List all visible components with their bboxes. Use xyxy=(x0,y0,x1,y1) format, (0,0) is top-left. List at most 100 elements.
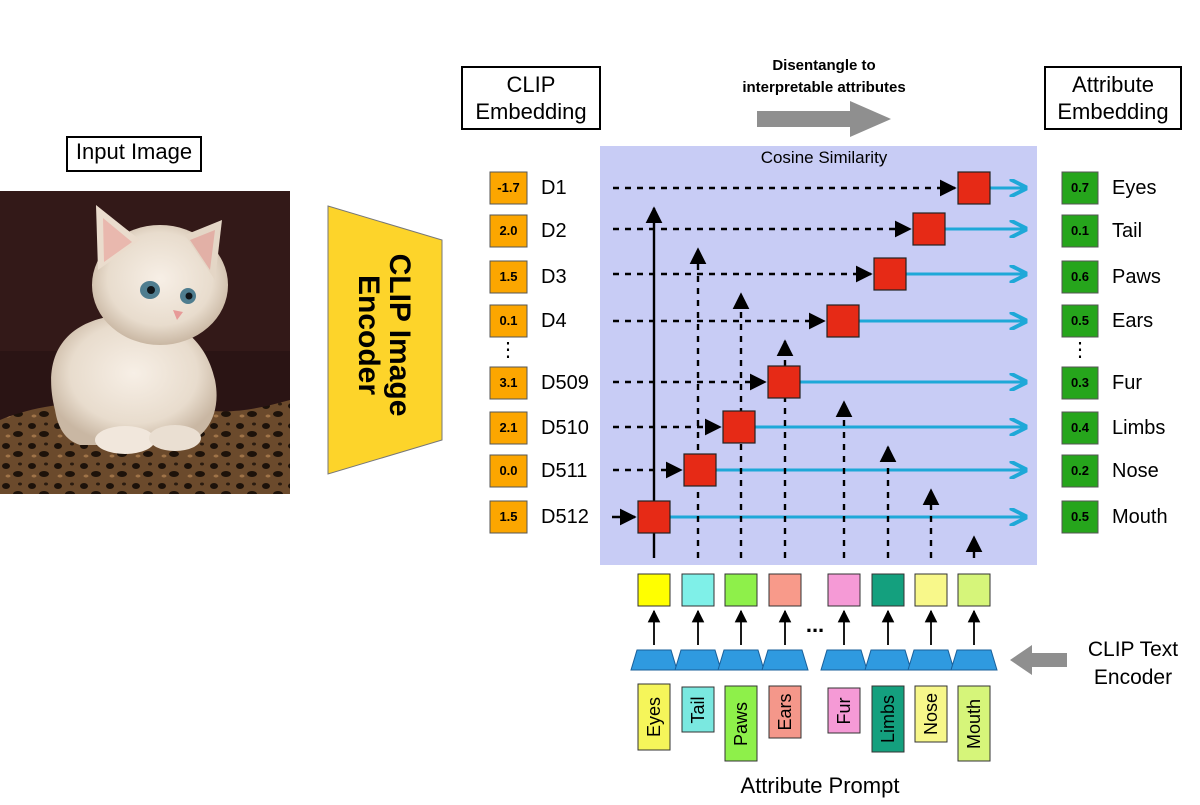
similarity-box xyxy=(767,365,801,399)
similarity-box xyxy=(683,453,717,487)
text-encoder-trapezoid xyxy=(950,649,998,671)
clip-ellipsis: ⋮ xyxy=(498,339,518,361)
text-embedding-box xyxy=(827,573,861,607)
attr-value-box xyxy=(1061,214,1099,248)
dim-label: D509 xyxy=(541,372,589,394)
prompt-box xyxy=(768,685,802,739)
cosine-similarity-label: Cosine Similarity xyxy=(760,148,888,167)
attribute-embedding-title: Attribute Embedding xyxy=(1044,66,1182,130)
attr-label: Limbs xyxy=(1112,417,1166,439)
attr-value-box xyxy=(1061,500,1099,534)
attr-value: 0.6 xyxy=(1070,269,1090,284)
attr-ellipsis: ⋮ xyxy=(1070,339,1090,361)
dim-label: D3 xyxy=(541,266,567,288)
prompt-box xyxy=(914,685,948,743)
text-encoder-label: CLIP Text Encoder xyxy=(1068,636,1198,692)
attr-value: 0.5 xyxy=(1070,509,1090,524)
text-encoder-line2: Encoder xyxy=(1093,666,1173,689)
text-encoder-trapezoid xyxy=(717,649,765,671)
image-encoder-label: CLIP Image Encoder xyxy=(352,220,416,450)
text-embedding-box xyxy=(914,573,948,607)
attr-value: 0.3 xyxy=(1070,375,1090,390)
prompt-word: Mouth xyxy=(964,698,984,749)
prompt-word: Fur xyxy=(834,697,854,724)
clip-value: 3.1 xyxy=(499,375,518,390)
text-encoder-line1: CLIP Text xyxy=(1087,638,1179,661)
disentangle-arrow xyxy=(757,101,891,137)
text-embedding-box xyxy=(957,573,991,607)
attr-label: Eyes xyxy=(1112,177,1157,199)
clip-value: 0.1 xyxy=(499,313,518,328)
attribute-embedding-title-line1: Attribute xyxy=(1072,72,1154,97)
prompt-word: Ears xyxy=(775,693,795,731)
clip-embedding-title-line1: CLIP xyxy=(506,72,556,97)
clip-value-box xyxy=(489,260,528,294)
prompt-box xyxy=(681,686,715,733)
similarity-box xyxy=(722,410,756,444)
clip-value: 1.5 xyxy=(499,269,518,284)
text-encoder-trapezoid xyxy=(630,649,678,671)
disentangle-label: Disentangle to interpretable attributes xyxy=(700,55,948,99)
cosine-panel xyxy=(600,146,1037,565)
clip-value-box xyxy=(489,454,528,488)
prompt-ellipsis: ... xyxy=(805,612,825,637)
text-encoder-trapezoid xyxy=(674,649,722,671)
clip-embedding-title: CLIP Embedding xyxy=(461,66,601,130)
attr-label: Fur xyxy=(1112,372,1142,394)
prompt-box xyxy=(871,685,905,753)
prompt-box xyxy=(637,683,671,751)
dim-label: D4 xyxy=(541,310,567,332)
text-embedding-box xyxy=(768,573,802,607)
dim-label: D510 xyxy=(541,417,589,439)
attr-label: Mouth xyxy=(1112,506,1168,528)
attr-value: 0.5 xyxy=(1070,313,1090,328)
disentangle-line1: Disentangle to xyxy=(772,57,876,74)
clip-value: 2.1 xyxy=(499,420,518,435)
input-image-label: Input Image xyxy=(66,136,202,172)
clip-value: 0.0 xyxy=(499,463,518,478)
text-encoder-trapezoid xyxy=(907,649,955,671)
text-embedding-box xyxy=(681,573,715,607)
attr-value-box xyxy=(1061,171,1099,205)
clip-value: 1.5 xyxy=(499,509,518,524)
clip-value-box xyxy=(489,171,528,205)
attr-value: 0.1 xyxy=(1070,223,1090,238)
attr-value-box xyxy=(1061,304,1099,338)
prompt-word: Tail xyxy=(688,696,708,724)
prompt-box xyxy=(724,685,758,762)
disentangle-line2: interpretable attributes xyxy=(742,79,906,96)
prompt-word: Limbs xyxy=(878,695,898,744)
prompt-word: Nose xyxy=(921,692,941,736)
attr-value-box xyxy=(1061,411,1099,445)
text-embedding-box xyxy=(724,573,758,607)
dim-label: D2 xyxy=(541,220,567,242)
attr-value: 0.2 xyxy=(1070,463,1090,478)
attr-value: 0.4 xyxy=(1070,420,1090,435)
clip-value-box xyxy=(489,304,528,338)
input-image-text: Input Image xyxy=(75,139,193,164)
attr-label: Paws xyxy=(1112,266,1161,288)
dim-label: D1 xyxy=(541,177,567,199)
image-encoder-shape xyxy=(327,205,443,475)
similarity-box xyxy=(957,171,991,205)
attr-value: 0.7 xyxy=(1070,180,1090,195)
image-encoder-line1: CLIP Image xyxy=(383,253,416,417)
attribute-embedding-title-line2: Embedding xyxy=(1057,99,1169,124)
clip-value-box xyxy=(489,411,528,445)
text-encoder-trapezoid xyxy=(820,649,868,671)
clip-value-box xyxy=(489,366,528,400)
similarity-box xyxy=(912,212,946,246)
clip-value: -1.7 xyxy=(497,180,520,195)
image-encoder-line2: Encoder xyxy=(352,274,385,396)
text-encoder-arrow xyxy=(1010,645,1067,675)
attr-value-box xyxy=(1061,454,1099,488)
prompt-box xyxy=(957,685,991,762)
dim-label: D511 xyxy=(541,460,588,482)
dim-label: D512 xyxy=(541,506,589,528)
text-embedding-box xyxy=(637,573,671,607)
clip-value: 2.0 xyxy=(499,223,518,238)
prompt-word: Paws xyxy=(731,701,751,746)
attr-label: Ears xyxy=(1112,310,1154,332)
attribute-prompt-label: Attribute Prompt xyxy=(740,773,900,798)
